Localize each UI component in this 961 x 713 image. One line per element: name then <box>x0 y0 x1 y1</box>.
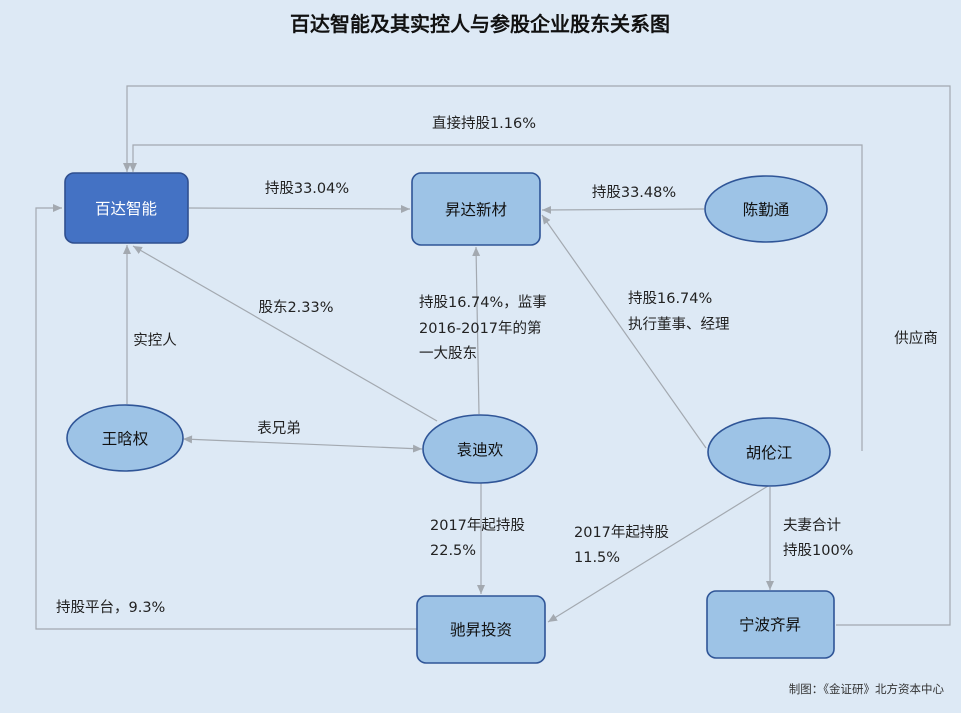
node-wanghanquan: 王晗权 <box>66 404 184 472</box>
label-chen-to-shengda: 持股33.48% <box>592 184 676 201</box>
node-chenqintong: 陈勤通 <box>704 175 828 243</box>
label-hu-to-chisheng-line1: 2017年起持股 <box>574 524 669 541</box>
label-platform: 持股平台，9.3% <box>56 599 165 616</box>
node-baida: 百达智能 <box>64 172 189 244</box>
edge-hu-to-shengda <box>541 214 707 449</box>
label-yuan-shareholder-baida: 股东2.33% <box>258 299 333 316</box>
label-baida-to-shengda: 持股33.04% <box>265 180 349 197</box>
label-hu-to-chisheng-line2: 11.5% <box>574 550 620 566</box>
label-yuan-to-chisheng-line1: 2017年起持股 <box>430 517 525 534</box>
label-yuan-to-shengda-line1: 持股16.74%，监事 <box>419 294 547 311</box>
diagram-title: 百达智能及其实控人与参股企业股东关系图 <box>290 12 670 36</box>
label-hu-to-shengda-line2: 执行董事、经理 <box>628 316 730 333</box>
label-couple-hold-line2: 持股100% <box>783 542 853 559</box>
node-ningboqisheng: 宁波齐昇 <box>706 590 835 659</box>
node-yuandihuan-label: 袁迪欢 <box>457 441 504 459</box>
edge-cousins <box>183 435 423 453</box>
node-yuandihuan: 袁迪欢 <box>422 414 538 484</box>
label-supplier: 供应商 <box>894 329 938 347</box>
label-hu-to-shengda-line1: 持股16.74% <box>628 290 712 307</box>
edge-supplier <box>123 85 951 626</box>
label-yuan-to-chisheng-line2: 22.5% <box>430 543 476 559</box>
edge-platform <box>35 204 417 630</box>
node-hulunjiang-label: 胡伦江 <box>746 444 793 462</box>
label-yuan-to-shengda-line2: 2016-2017年的第 <box>419 319 542 337</box>
label-cousins: 表兄弟 <box>257 420 301 437</box>
node-chishengtouzi: 驰昇投资 <box>416 595 546 664</box>
node-shengda-label: 昇达新材 <box>445 201 507 219</box>
label-yuan-to-shengda-line3: 一大股东 <box>419 345 477 362</box>
node-chishengtouzi-label: 驰昇投资 <box>450 621 512 639</box>
node-ningboqisheng-label: 宁波齐昇 <box>739 616 801 634</box>
edge-direct-hold <box>129 144 863 451</box>
node-baida-label: 百达智能 <box>95 200 157 218</box>
credit-text: 制图：《金证研》北方资本中心 <box>789 682 945 696</box>
node-shengda: 昇达新材 <box>411 172 541 246</box>
edge-yuan-to-shengda <box>472 246 481 415</box>
node-chenqintong-label: 陈勤通 <box>743 201 790 219</box>
label-couple-hold-line1: 夫妻合计 <box>783 517 841 534</box>
label-direct-hold: 直接持股1.16% <box>432 115 536 132</box>
edge-yuan-to-baida <box>132 245 438 422</box>
node-hulunjiang: 胡伦江 <box>707 417 831 487</box>
label-actual-controller: 实控人 <box>133 332 177 349</box>
node-wanghanquan-label: 王晗权 <box>102 430 149 448</box>
edge-hu-to-chisheng <box>547 485 769 623</box>
edge-baida-to-shengda <box>188 204 411 213</box>
edge-chen-to-shengda <box>541 205 705 214</box>
